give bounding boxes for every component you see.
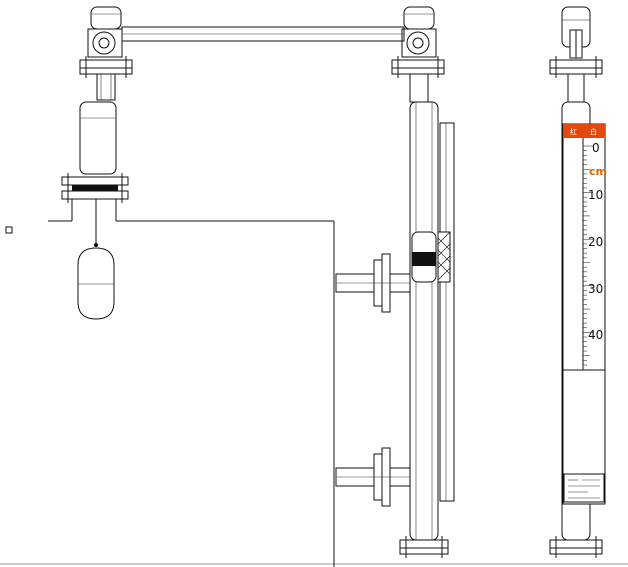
bypass-chamber-assembly	[335, 6, 455, 558]
left-pulley-icon	[92, 31, 116, 55]
scale-tick-label: 20	[588, 235, 603, 249]
scale-tick-label: 0	[592, 141, 600, 155]
scale-header-cell-white: 白	[590, 127, 597, 136]
scale-header	[563, 124, 605, 138]
scale-tick-label: 30	[588, 282, 603, 296]
scale-tick-label: 10	[588, 188, 603, 202]
nameplate	[563, 473, 605, 503]
scale-unit: cm	[589, 165, 607, 178]
square-marker-icon	[5, 226, 13, 234]
scale-tick-label: 40	[588, 328, 603, 342]
scale-ticks	[583, 145, 593, 370]
right-pulley-icon	[406, 31, 430, 55]
side-view-assembly: 红 白 cm 0 10 20 30 40	[549, 6, 607, 558]
left-top-mount-assembly	[48, 6, 405, 320]
float-ball-icon	[77, 247, 115, 320]
magnetic-float-icon	[411, 231, 451, 283]
scale-header-cell-red: 红	[570, 127, 577, 136]
